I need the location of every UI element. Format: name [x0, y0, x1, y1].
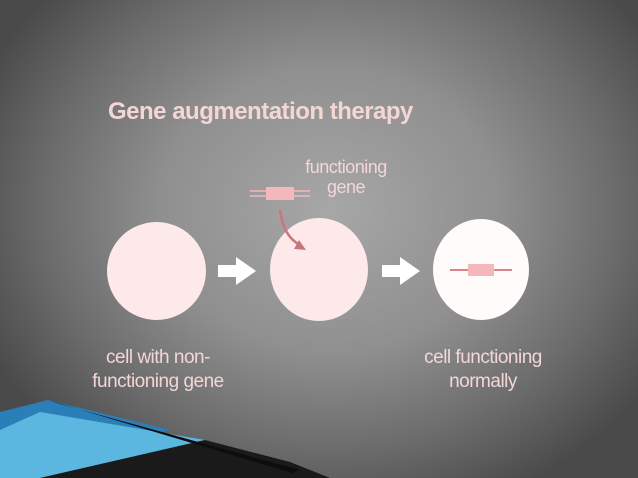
caption-functioning-cell: cell functioning normally — [424, 347, 542, 392]
slide-title: Gene augmentation therapy — [108, 98, 413, 125]
caption-non-functioning-cell: cell with non-functioning gene — [92, 347, 224, 392]
right-arrow-icon-2 — [382, 257, 420, 285]
integrated-gene-icon — [450, 264, 512, 276]
decorative-corner-accent — [0, 400, 330, 478]
cell-receiving-gene — [270, 218, 368, 321]
free-gene-icon — [250, 187, 310, 200]
functioning-gene-label: functioning gene — [305, 157, 387, 197]
insertion-arrow-icon — [278, 209, 306, 250]
cell-non-functioning — [107, 222, 206, 320]
right-arrow-icon-1 — [218, 257, 256, 285]
